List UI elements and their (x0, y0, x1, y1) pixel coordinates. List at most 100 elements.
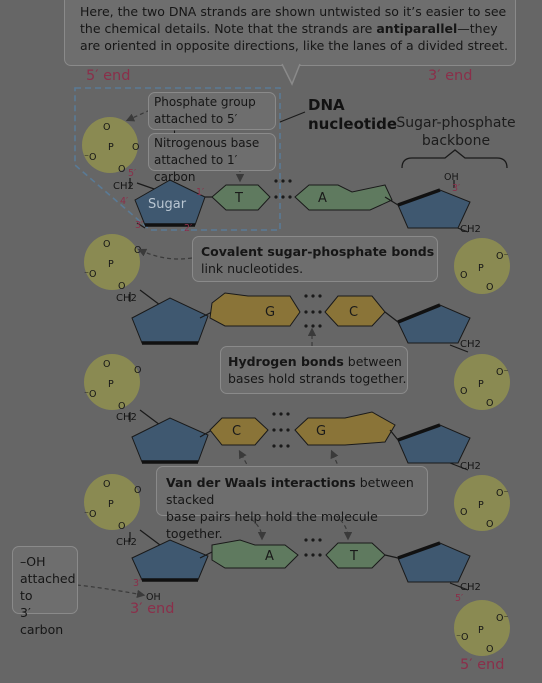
ch2-right-2: CH2 (460, 339, 481, 350)
svg-text:P: P (108, 499, 114, 510)
svg-text:C: C (349, 305, 358, 320)
sugar-right-2 (397, 304, 471, 344)
svg-text:O: O (460, 507, 467, 518)
antiparallel-term: antiparallel (376, 21, 458, 36)
base-a-4 (211, 539, 299, 569)
svg-text:O: O (486, 282, 493, 293)
svg-text:O⁻: O⁻ (496, 613, 509, 624)
svg-text:O: O (460, 386, 467, 397)
svg-text:G: G (316, 424, 326, 439)
svg-text:O: O (103, 122, 110, 133)
sugar-left-4 (131, 539, 209, 581)
svg-text:G: G (265, 305, 275, 320)
label-3-end-bottom: 3′ end (130, 601, 175, 617)
sugar-label: Sugar (148, 197, 187, 212)
phosphate-left-1: P O ⁻O O O (82, 117, 139, 175)
phosphate-right-1: P O⁻ O O (454, 238, 510, 294)
svg-text:O: O (134, 485, 141, 496)
ch2-left-3: CH2 (116, 412, 137, 423)
intro-line-2: the chemical details. Note that the stra… (80, 21, 498, 36)
hbond-callout: Hydrogen bonds between bases hold strand… (220, 346, 408, 394)
svg-text:O: O (103, 479, 110, 490)
arrow-vdw-4 (334, 514, 353, 541)
backbone-bracket (401, 149, 508, 169)
nucleotide-highlight-box (74, 87, 281, 231)
sugar-left-2 (131, 297, 209, 344)
svg-text:P: P (108, 379, 114, 390)
svg-text:O: O (103, 359, 110, 370)
label-5-end-bottom: 5′ end (460, 657, 505, 673)
svg-text:C: C (232, 424, 241, 439)
base-pair-4: A T (199, 538, 399, 569)
phosphate-callout: Phosphate group attached to 5′ carbon (148, 92, 276, 143)
phosphate-left-3: P O ⁻O O O (84, 354, 141, 412)
svg-text:O: O (132, 142, 139, 153)
svg-text:O⁻: O⁻ (496, 251, 509, 262)
left-backbone (129, 178, 161, 546)
base-t-1 (211, 184, 271, 211)
svg-text:T: T (349, 549, 358, 564)
oh-callout: –OH attached to 3′ carbon (12, 546, 78, 637)
svg-text:5′: 5′ (128, 168, 136, 179)
covalent-callout: Covalent sugar-phosphate bonds link nucl… (192, 236, 438, 282)
right-backbone (449, 180, 469, 591)
svg-text:P: P (108, 142, 114, 153)
svg-text:O: O (486, 398, 493, 409)
sugar-right-3 (397, 424, 471, 464)
svg-text:P: P (478, 625, 484, 636)
sugar-left-1: Sugar 5′ 4′ 3′ 2′ 1′ (120, 168, 206, 234)
svg-text:5′: 5′ (455, 593, 463, 604)
sugar-right-4 (397, 542, 471, 583)
svg-text:T: T (234, 191, 243, 206)
phosphate-right-2: P O⁻ O O (454, 354, 510, 410)
arrow-oh (76, 584, 146, 599)
svg-text:O: O (118, 521, 125, 532)
svg-text:O: O (118, 164, 125, 175)
vdw-callout: Van der Waals interactions between stack… (156, 466, 428, 541)
label-5-end-top: 5′ end (86, 68, 131, 84)
ch2-right-4: CH2 (460, 582, 481, 593)
svg-text:⁻O: ⁻O (84, 389, 97, 400)
oh-right-top: OH (444, 172, 459, 183)
covalent-bold: Covalent sugar-phosphate bonds (201, 244, 435, 259)
svg-text:A: A (318, 191, 327, 206)
intro-callout: Here, the two DNA strands are shown untw… (64, 0, 516, 66)
svg-text:3′: 3′ (135, 220, 143, 231)
label-3-end-top: 3′ end (428, 68, 473, 84)
svg-text:O⁻: O⁻ (496, 367, 509, 378)
base-g-2 (209, 292, 301, 327)
intro-line-1: Here, the two DNA strands are shown untw… (80, 4, 507, 19)
svg-text:1′: 1′ (196, 187, 204, 198)
svg-text:P: P (478, 379, 484, 390)
hbond-bold: Hydrogen bonds (228, 354, 344, 369)
svg-text:P: P (108, 259, 114, 270)
base-a-1 (294, 184, 393, 211)
svg-text:A: A (265, 549, 274, 564)
svg-text:P: P (478, 263, 484, 274)
svg-text:O: O (134, 245, 141, 256)
base-callout: Nitrogenous base attached to 1′ carbon (148, 133, 276, 184)
arrow-covalent (137, 248, 193, 260)
ch2-left-1: CH2 (113, 181, 134, 192)
phosphate-right-3: P O⁻ O O (454, 475, 510, 531)
base-pair-3: C G (199, 411, 399, 448)
intro-pointer (281, 63, 301, 86)
base-pair-1: T A (205, 179, 399, 211)
svg-text:P: P (478, 500, 484, 511)
covalent-rest: link nucleotides. (201, 261, 304, 276)
svg-text:O: O (134, 365, 141, 376)
svg-text:3′: 3′ (133, 578, 141, 589)
svg-text:O: O (486, 644, 493, 655)
base-c-3 (209, 417, 269, 446)
svg-text:O: O (118, 281, 125, 292)
ch2-right-3: CH2 (460, 461, 481, 472)
arrow-vdw-3 (244, 514, 267, 541)
sugar-left-3 (131, 417, 209, 463)
phosphate-right-4: P O⁻ O ⁻O (454, 600, 510, 656)
ch2-right-1: CH2 (460, 224, 481, 235)
intro-line-3: are oriented in opposite directions, lik… (80, 38, 509, 53)
svg-text:⁻O: ⁻O (84, 509, 97, 520)
base-pair-2: G C (199, 292, 399, 328)
vdw-bold: Van der Waals interactions (166, 475, 356, 490)
svg-text:3′: 3′ (452, 183, 460, 194)
